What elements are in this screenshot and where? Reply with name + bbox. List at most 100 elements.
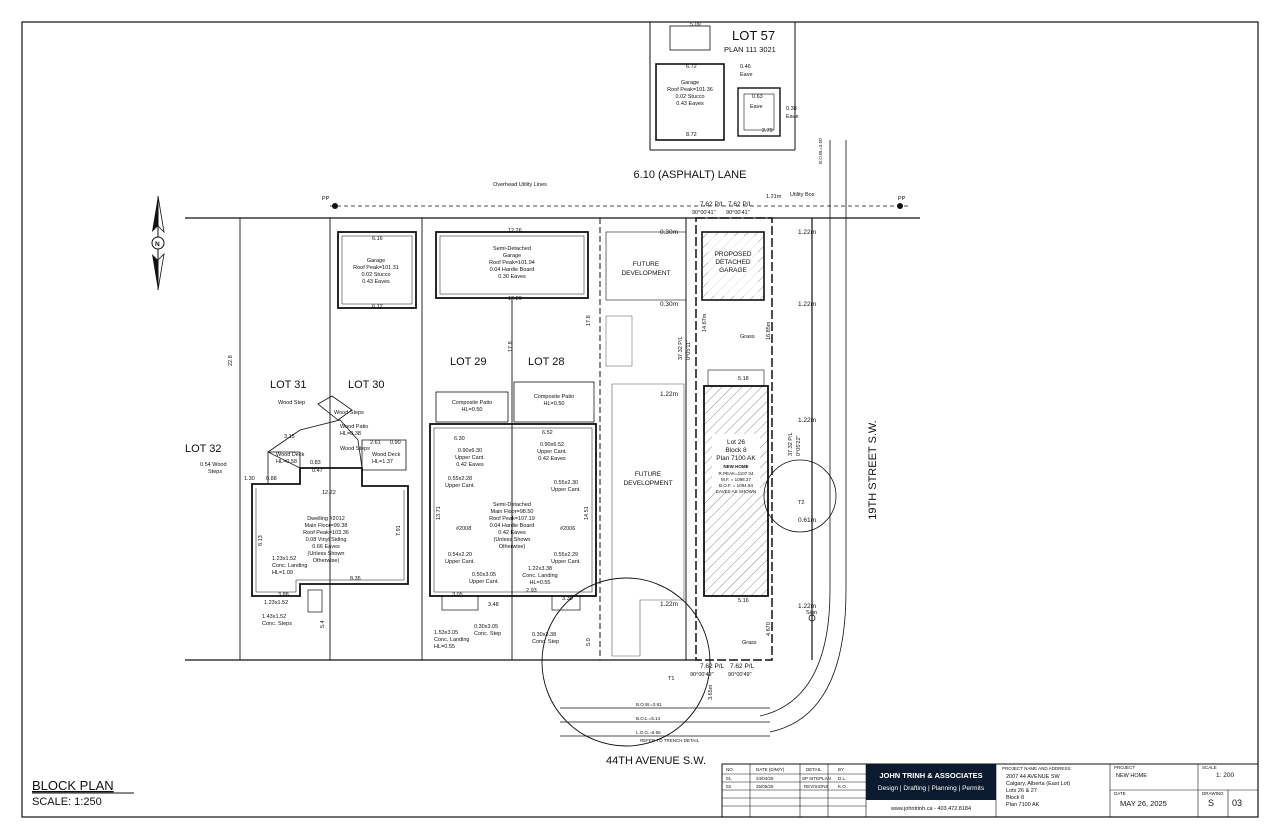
svg-text:3.15: 3.15 (284, 434, 295, 440)
svg-text:0.30m: 0.30m (660, 301, 678, 308)
svg-text:BY: BY (838, 767, 844, 772)
svg-text:Conc. Landing: Conc. Landing (434, 637, 469, 643)
north-arrow-icon: N (151, 195, 165, 291)
svg-text:6.30: 6.30 (454, 436, 465, 442)
svg-text:PROJECT: PROJECT (1114, 765, 1135, 770)
svg-text:Dwelling #2012: Dwelling #2012 (307, 516, 345, 522)
svg-text:12.22: 12.22 (322, 490, 336, 496)
lot-lines-left (185, 218, 700, 661)
svg-text:Garage: Garage (503, 253, 521, 259)
svg-text:MAY 26, 2025: MAY 26, 2025 (1120, 799, 1167, 808)
svg-text:DRAWING: DRAWING (1202, 791, 1224, 796)
svg-text:Calgary, Alberta (East Lot): Calgary, Alberta (East Lot) (1006, 781, 1070, 787)
svg-text:NO.: NO. (726, 767, 734, 772)
svg-text:(Unless Shown: (Unless Shown (494, 537, 531, 543)
svg-text:7.91: 7.91 (396, 525, 402, 536)
svg-text:Wood Deck: Wood Deck (276, 452, 305, 458)
svg-text:1.23x1.52: 1.23x1.52 (264, 600, 288, 606)
svg-text:0.47: 0.47 (312, 468, 323, 474)
svg-text:0.55x2.29: 0.55x2.29 (554, 552, 578, 558)
svg-text:DATE (D/M/Y): DATE (D/M/Y) (756, 767, 785, 772)
svg-text:5.16: 5.16 (738, 598, 749, 604)
svg-text:16.85m: 16.85m (766, 321, 772, 340)
utility-box-label: Utility Box (790, 192, 815, 198)
svg-text:D.L.: D.L. (838, 776, 846, 781)
svg-text:Block 8: Block 8 (725, 447, 747, 454)
svg-text:Upper Cant.: Upper Cant. (445, 483, 475, 489)
svg-text:Roof Peak=107.19: Roof Peak=107.19 (489, 516, 535, 522)
svg-text:Upper Cant.: Upper Cant. (551, 487, 581, 493)
svg-text:1.22m: 1.22m (660, 391, 678, 398)
svg-text:0.30 Eaves: 0.30 Eaves (498, 274, 526, 280)
svg-text:6.12: 6.12 (372, 304, 383, 310)
svg-text:M.F. = 1098.37: M.F. = 1098.37 (721, 477, 751, 482)
svg-text:S: S (1208, 798, 1214, 808)
svg-text:FUTURE: FUTURE (635, 471, 662, 478)
lot-57-area: LOT 57 PLAN 111 3021 5.09 6.72 8.72 0.46… (649, 22, 799, 151)
svg-text:HL=0.50: HL=0.50 (462, 407, 483, 413)
svg-text:13.71: 13.71 (436, 506, 442, 520)
svg-text:0.42 Eaves: 0.42 Eaves (456, 462, 484, 468)
svg-text:B.O.L.=5.14: B.O.L.=5.14 (636, 716, 661, 721)
svg-text:4.670: 4.670 (766, 622, 772, 636)
svg-text:REFER TO TRENCH DETAIL: REFER TO TRENCH DETAIL (640, 738, 700, 743)
svg-text:0.90x6.52: 0.90x6.52 (540, 442, 564, 448)
svg-text:DETAIL: DETAIL (806, 767, 822, 772)
power-pole-left (332, 203, 338, 209)
svg-text:1.22m: 1.22m (798, 603, 816, 610)
svg-text:1.22m: 1.22m (798, 229, 816, 236)
svg-text:0.42 Eaves: 0.42 Eaves (538, 456, 566, 462)
svg-text:5.09: 5.09 (690, 22, 701, 28)
overhead-lines-label: Overhead Utility Lines (493, 182, 547, 188)
svg-text:22.8: 22.8 (228, 355, 234, 366)
svg-text:Otherwise): Otherwise) (313, 558, 340, 564)
svg-text:8.13: 8.13 (258, 535, 264, 546)
svg-text:Plan 7100 AK: Plan 7100 AK (1006, 802, 1040, 808)
svg-text:0.61m: 0.61m (798, 517, 816, 524)
svg-text:HL=1.37: HL=1.37 (372, 459, 393, 465)
tree-t2 (763, 459, 837, 533)
svg-text:26/05/25: 26/05/25 (756, 784, 774, 789)
svg-text:24/04/25: 24/04/25 (756, 776, 774, 781)
company-name: JOHN TRINH & ASSOCIATES (879, 771, 982, 780)
svg-text:3.05: 3.05 (452, 592, 463, 598)
svg-text:Roof Peak=101.31: Roof Peak=101.31 (353, 265, 399, 271)
svg-text:DEVELOPMENT: DEVELOPMENT (623, 480, 672, 487)
44th-avenue: B.O.W.=3.81 B.O.L.=5.14 L.O.G.=5.56 REFE… (541, 577, 770, 767)
svg-text:Conc. Steps: Conc. Steps (262, 621, 292, 627)
svg-text:B.O.W.=3.81: B.O.W.=3.81 (636, 702, 662, 707)
lot-29-28-garage: Semi-Detached Garage Roof Peak=101.94 0.… (435, 228, 589, 302)
svg-text:0°05'11": 0°05'11" (686, 340, 692, 360)
subject-lot-dimensions: 7.62 P/L 90°00'41" 7.62 P/L 90°00'41" 7.… (660, 194, 816, 700)
lot-30-label: LOT 30 (348, 379, 385, 391)
svg-text:Grass: Grass (742, 640, 757, 646)
lane: PP PP 6.10 (ASPHALT) LANE Overhead Utili… (185, 169, 920, 219)
svg-text:HL=1.09: HL=1.09 (272, 570, 293, 576)
svg-text:1: 200: 1: 200 (1216, 772, 1234, 779)
svg-text:PP: PP (322, 196, 330, 202)
svg-text:1.22m: 1.22m (660, 601, 678, 608)
svg-text:Garage: Garage (367, 258, 385, 264)
svg-text:90°00'49": 90°00'49" (728, 672, 752, 678)
svg-text:T2: T2 (798, 500, 804, 506)
avenue-label: 44TH AVENUE S.W. (606, 755, 706, 767)
svg-text:Roof Peak=103.36: Roof Peak=103.36 (303, 530, 349, 536)
plan-scale: SCALE: 1:250 (32, 796, 102, 808)
svg-text:Garage: Garage (681, 80, 699, 86)
svg-text:DATE: DATE (1114, 791, 1126, 796)
svg-text:Upper Cant.: Upper Cant. (537, 449, 567, 455)
svg-text:HL=0.55: HL=0.55 (434, 644, 455, 650)
svg-text:Upper Cant.: Upper Cant. (469, 579, 499, 585)
svg-text:DETACHED: DETACHED (715, 259, 751, 266)
svg-text:1.53x3.05: 1.53x3.05 (434, 630, 458, 636)
svg-text:Upper Cant.: Upper Cant. (455, 455, 485, 461)
svg-text:0.63: 0.63 (752, 94, 763, 100)
svg-text:3.38: 3.38 (562, 596, 573, 602)
svg-text:N: N (155, 241, 160, 248)
svg-text:0.42 Eaves: 0.42 Eaves (498, 530, 526, 536)
svg-text:PROJECT NAME AND ADDRESS:: PROJECT NAME AND ADDRESS: (1002, 766, 1072, 771)
lot-27-future-development: FUTURE DEVELOPMENT FUTURE DEVELOPMENT (605, 231, 687, 657)
svg-text:#2006: #2006 (560, 526, 575, 532)
svg-text:HL=0.50: HL=0.50 (544, 401, 565, 407)
